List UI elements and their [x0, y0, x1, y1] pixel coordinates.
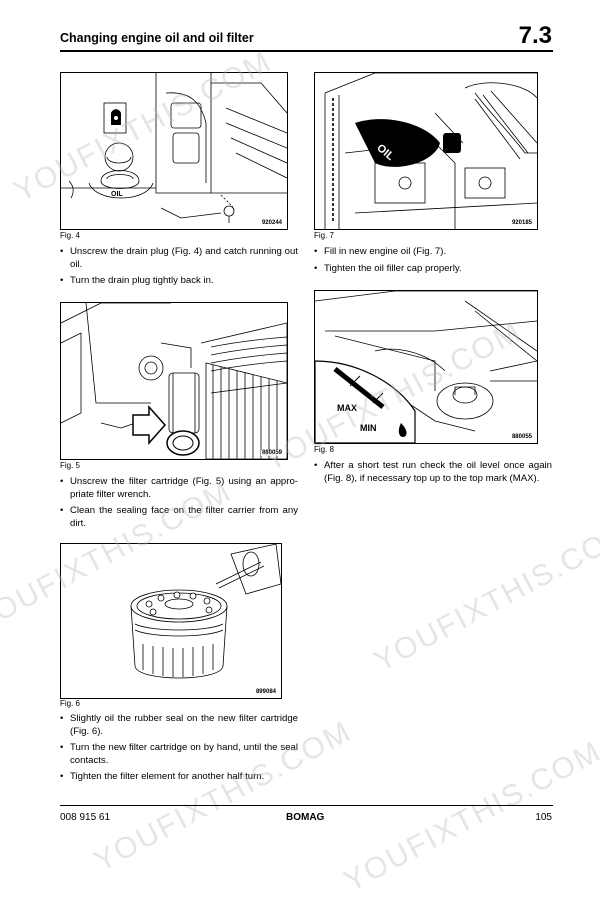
min-label: MIN	[360, 423, 377, 433]
list-item: Turn the drain plug tightly back in.	[60, 275, 298, 288]
new-filter-oiling-illustration	[130, 544, 281, 679]
page-title: Changing engine oil and oil filter	[60, 31, 254, 45]
header-divider	[60, 50, 553, 52]
figure-code: 920185	[510, 220, 533, 226]
figure-code: 920244	[260, 220, 283, 226]
oil-filler-illustration: OIL	[324, 73, 537, 229]
figure-code: 899084	[254, 689, 277, 695]
figure-6-caption: Fig. 6	[60, 699, 81, 708]
list-item: Turn the new filter cartridge on by hand…	[60, 742, 298, 767]
brand-name: BOMAG	[286, 812, 325, 823]
dipstick-level-illustration: MAX MIN	[315, 291, 537, 443]
figure-5-caption: Fig. 5	[60, 461, 81, 470]
figure-4-image: OIL 920244	[60, 72, 288, 230]
figure-7-caption: Fig. 7	[314, 231, 335, 240]
list-item: Slightly oil the rubber seal on the new …	[60, 713, 298, 738]
list-item: After a short test run check the oil lev…	[314, 460, 552, 485]
watermark: YOUFIXTHIS.COM	[338, 734, 600, 899]
fig5-steps: Unscrew the filter cartridge (Fig. 5) us…	[60, 476, 298, 534]
list-item: Clean the sealing face on the filter car…	[60, 505, 298, 530]
section-number: 7.3	[518, 22, 552, 49]
footer-divider	[60, 805, 553, 806]
figure-7-image: OIL 920185	[314, 72, 538, 230]
figure-5-image: 880059	[60, 302, 288, 460]
max-label: MAX	[337, 403, 357, 413]
list-item: Tighten the filter element for another h…	[60, 771, 298, 784]
filter-cartridge-illustration	[61, 303, 287, 459]
fig8-steps: After a short test run check the oil lev…	[314, 460, 552, 489]
watermark: YOUFIXTHIS.COM	[368, 514, 600, 679]
oil-label: OIL	[111, 191, 123, 198]
drain-plug-illustration: OIL	[61, 73, 287, 223]
fig6-steps: Slightly oil the rubber seal on the new …	[60, 713, 298, 788]
fig7-steps: Fill in new engine oil (Fig. 7). Tighten…	[314, 246, 552, 279]
page-number: 105	[535, 812, 552, 823]
figure-8-caption: Fig. 8	[314, 445, 335, 454]
document-number: 008 915 61	[60, 812, 111, 823]
figure-6-image: 899084	[60, 543, 282, 699]
list-item: Tighten the oil filler cap properly.	[314, 263, 552, 276]
figure-code: 880059	[260, 450, 283, 456]
figure-code: 880055	[510, 434, 533, 440]
list-item: Fill in new engine oil (Fig. 7).	[314, 246, 552, 259]
list-item: Unscrew the drain plug (Fig. 4) and catc…	[60, 246, 298, 271]
fig4-steps: Unscrew the drain plug (Fig. 4) and catc…	[60, 246, 298, 292]
figure-8-image: MAX MIN 880055	[314, 290, 538, 444]
list-item: Unscrew the filter cartridge (Fig. 5) us…	[60, 476, 298, 501]
figure-4-caption: Fig. 4	[60, 231, 81, 240]
